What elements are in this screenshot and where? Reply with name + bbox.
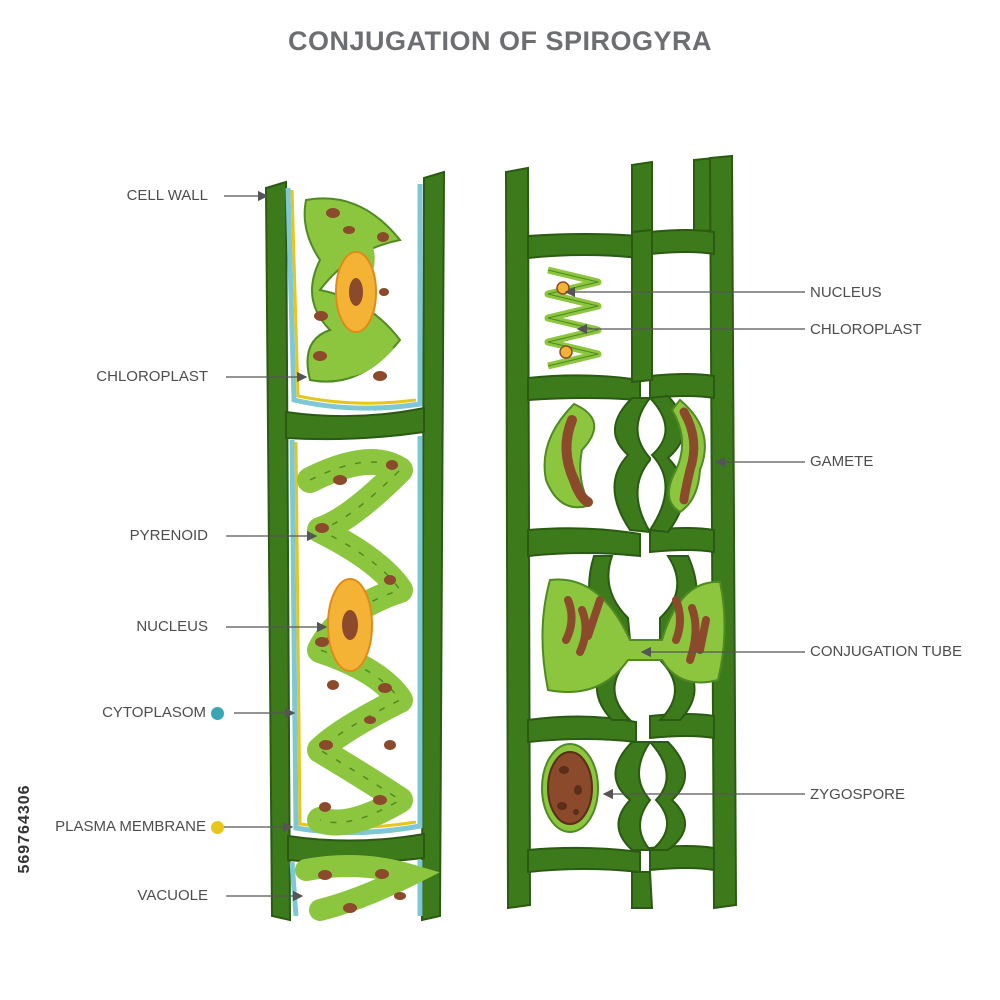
label-cytoplasm: CYTOPLASOM	[102, 704, 206, 721]
pyrenoids	[313, 208, 389, 381]
cytoplasm-color-dot	[211, 707, 224, 720]
label-nucleus-left: NUCLEUS	[136, 618, 208, 635]
right-filaments	[504, 154, 738, 910]
left-cell-2	[289, 436, 423, 836]
page-title: CONJUGATION OF SPIROGYRA	[287, 26, 713, 56]
label-plasma-membrane: PLASMA MEMBRANE	[55, 818, 206, 835]
small-nucleus-2	[559, 345, 573, 359]
label-nucleus-right: NUCLEUS	[810, 284, 882, 301]
label-pyrenoid: PYRENOID	[129, 527, 208, 544]
left-outer-wall	[264, 180, 292, 922]
pyrenoids-2	[315, 460, 398, 812]
label-conjugation-tube: CONJUGATION TUBE	[810, 643, 962, 660]
left-cell-3	[289, 855, 440, 921]
label-zygospore: ZYGOSPORE	[810, 786, 906, 803]
right-outer-wall	[420, 170, 446, 922]
stock-id-watermark: 569764306	[12, 756, 34, 906]
membrane-color-dot	[211, 821, 224, 834]
membrane-layer	[290, 189, 417, 405]
label-chloroplast-left: CHLOROPLAST	[96, 368, 208, 385]
left-filament	[264, 170, 446, 922]
label-cell-wall: CELL WALL	[126, 187, 208, 204]
label-chloroplast-right: CHLOROPLAST	[810, 321, 922, 338]
zygospore-inner	[547, 751, 593, 825]
left-cell-1	[285, 184, 423, 411]
cross-wall-1	[285, 406, 425, 441]
label-gamete: GAMETE	[810, 453, 874, 470]
stock-id-text: 569764306	[16, 784, 33, 874]
cytoplasm-layer	[285, 184, 423, 411]
gamete-right	[668, 398, 706, 514]
right-cell-contents	[541, 262, 726, 833]
pointer-lines	[218, 190, 805, 902]
label-vacuole: VACUOLE	[137, 887, 208, 904]
